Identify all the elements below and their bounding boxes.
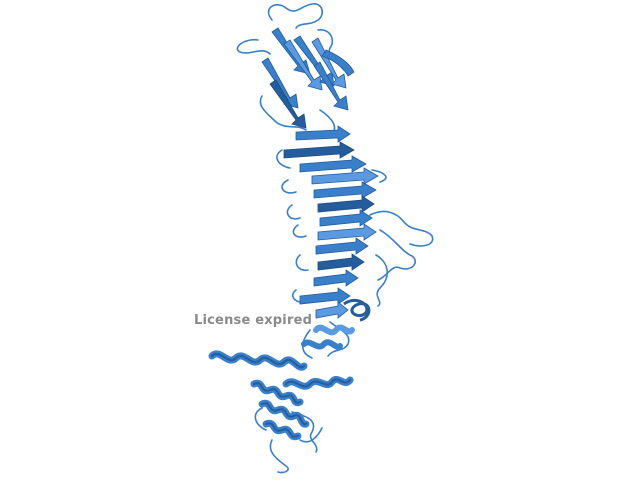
helical-domain-bottom [208,324,355,441]
license-expired-watermark: License expired [194,313,313,328]
beta-sandwich-domain-top [261,27,355,129]
coil-loops [236,3,434,474]
beta-helix-domain-middle [283,125,379,322]
